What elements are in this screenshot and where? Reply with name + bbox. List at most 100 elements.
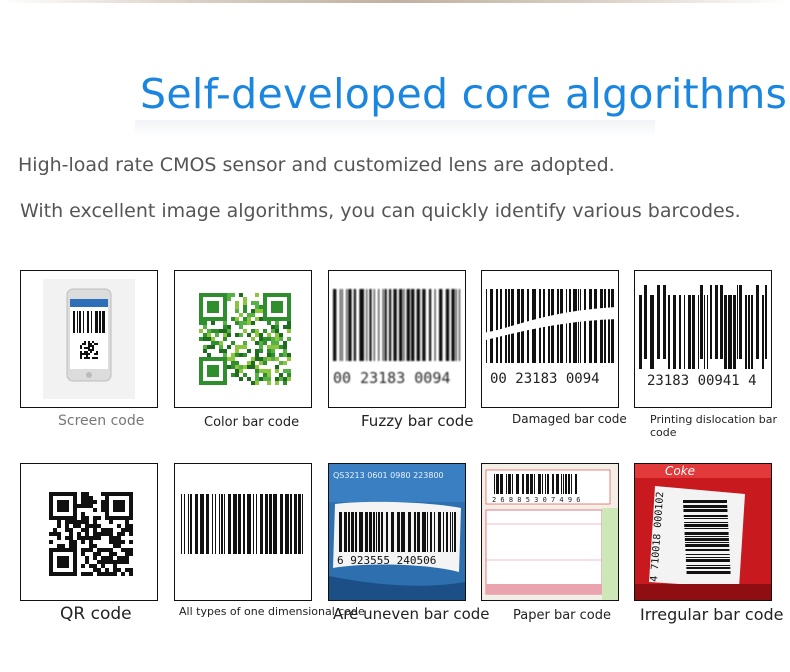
barcode-bar bbox=[443, 512, 444, 552]
barcode-bar bbox=[339, 512, 342, 552]
barcode-bar bbox=[348, 512, 350, 552]
uneven-digits: 6 923555 240506 bbox=[337, 554, 436, 567]
qr-module bbox=[121, 532, 125, 536]
barcode-bar bbox=[353, 289, 356, 361]
qr-module bbox=[207, 353, 211, 357]
qr-module bbox=[227, 297, 231, 301]
barcode-bar bbox=[684, 532, 729, 535]
qr-module bbox=[117, 556, 121, 560]
qr-module bbox=[89, 500, 93, 504]
qr-module bbox=[96, 357, 98, 359]
qr-module bbox=[82, 353, 84, 355]
qr-module bbox=[77, 532, 81, 536]
qr-module bbox=[93, 564, 97, 568]
barcode-bar bbox=[545, 474, 546, 494]
barcode-bar bbox=[351, 512, 354, 552]
qr-module bbox=[259, 349, 263, 353]
qr-module bbox=[101, 500, 105, 504]
barcode-bar bbox=[416, 289, 420, 361]
barcode-bar bbox=[260, 494, 263, 554]
qr-module bbox=[129, 552, 133, 556]
qr-module bbox=[129, 540, 133, 544]
qr-module bbox=[231, 365, 235, 369]
barcode-bar bbox=[688, 295, 691, 369]
qr-module bbox=[89, 524, 93, 528]
qr-module bbox=[81, 500, 85, 504]
qr-module bbox=[203, 345, 207, 349]
qr-module bbox=[207, 329, 211, 333]
qr-module bbox=[243, 341, 247, 345]
qr-module bbox=[203, 349, 207, 353]
barcode-bar bbox=[243, 494, 245, 554]
qr-module bbox=[223, 337, 227, 341]
qr-module bbox=[243, 301, 247, 305]
qr-module bbox=[227, 293, 231, 297]
qr-module bbox=[271, 341, 275, 345]
qr-module bbox=[109, 560, 113, 564]
barcode-bar bbox=[79, 311, 81, 333]
qr-module bbox=[259, 305, 263, 309]
qr-module bbox=[283, 369, 287, 373]
qr-module bbox=[105, 532, 109, 536]
qr-module bbox=[255, 353, 259, 357]
barcode-bar bbox=[247, 494, 251, 554]
qr-module bbox=[279, 377, 283, 381]
barcode-bar bbox=[508, 474, 511, 494]
qr-module bbox=[69, 544, 73, 548]
qr-module bbox=[263, 341, 267, 345]
qr-module bbox=[263, 329, 267, 333]
barcode-bar bbox=[346, 289, 348, 361]
qr-module bbox=[101, 572, 105, 576]
qr-module bbox=[53, 528, 57, 532]
qr-module bbox=[263, 337, 267, 341]
qr-module bbox=[243, 373, 247, 377]
qr-module bbox=[267, 337, 271, 341]
qr-module bbox=[203, 333, 207, 337]
qr-module bbox=[84, 341, 86, 343]
qr-module bbox=[84, 357, 86, 359]
qr-module bbox=[85, 496, 89, 500]
qr-module bbox=[211, 345, 215, 349]
barcode-bar bbox=[450, 512, 451, 552]
qr-module bbox=[117, 536, 121, 540]
qr-module bbox=[259, 317, 263, 321]
barcode-bar bbox=[221, 494, 223, 554]
barcode-bar bbox=[253, 494, 254, 554]
qr-module bbox=[85, 532, 89, 536]
qr-module bbox=[263, 361, 267, 365]
qr-module bbox=[275, 329, 279, 333]
qr-module bbox=[255, 317, 259, 321]
qr-module bbox=[117, 524, 121, 528]
barcode-bar bbox=[224, 494, 225, 554]
qr-module bbox=[243, 365, 247, 369]
barcode-bar bbox=[683, 500, 727, 503]
barcode-bar bbox=[384, 289, 387, 361]
qr-module bbox=[97, 532, 101, 536]
barcode-bar bbox=[87, 311, 89, 333]
barcode-bar bbox=[644, 285, 647, 359]
qr-module bbox=[235, 369, 239, 373]
qr-module bbox=[65, 528, 69, 532]
qr-module bbox=[117, 560, 121, 564]
qr-module bbox=[275, 325, 279, 329]
barcode-bar bbox=[417, 512, 420, 552]
qr-module bbox=[239, 345, 243, 349]
barcode-bar bbox=[99, 311, 101, 333]
qr-module bbox=[57, 544, 61, 548]
qr-module bbox=[283, 325, 287, 329]
qr-module bbox=[219, 345, 223, 349]
barcode-bar bbox=[378, 512, 380, 552]
qr-module bbox=[259, 369, 263, 373]
qr-module bbox=[81, 516, 85, 520]
qr-module bbox=[203, 325, 207, 329]
qr-module bbox=[101, 560, 105, 564]
barcode-bar bbox=[378, 289, 380, 361]
qr-module bbox=[223, 333, 227, 337]
barcode-bar bbox=[454, 512, 456, 552]
qr-module bbox=[65, 536, 69, 540]
barcode-bar bbox=[700, 285, 703, 359]
qr-module bbox=[101, 564, 105, 568]
qr-module bbox=[259, 337, 263, 341]
qr-module bbox=[109, 528, 113, 532]
qr-module bbox=[275, 369, 279, 373]
